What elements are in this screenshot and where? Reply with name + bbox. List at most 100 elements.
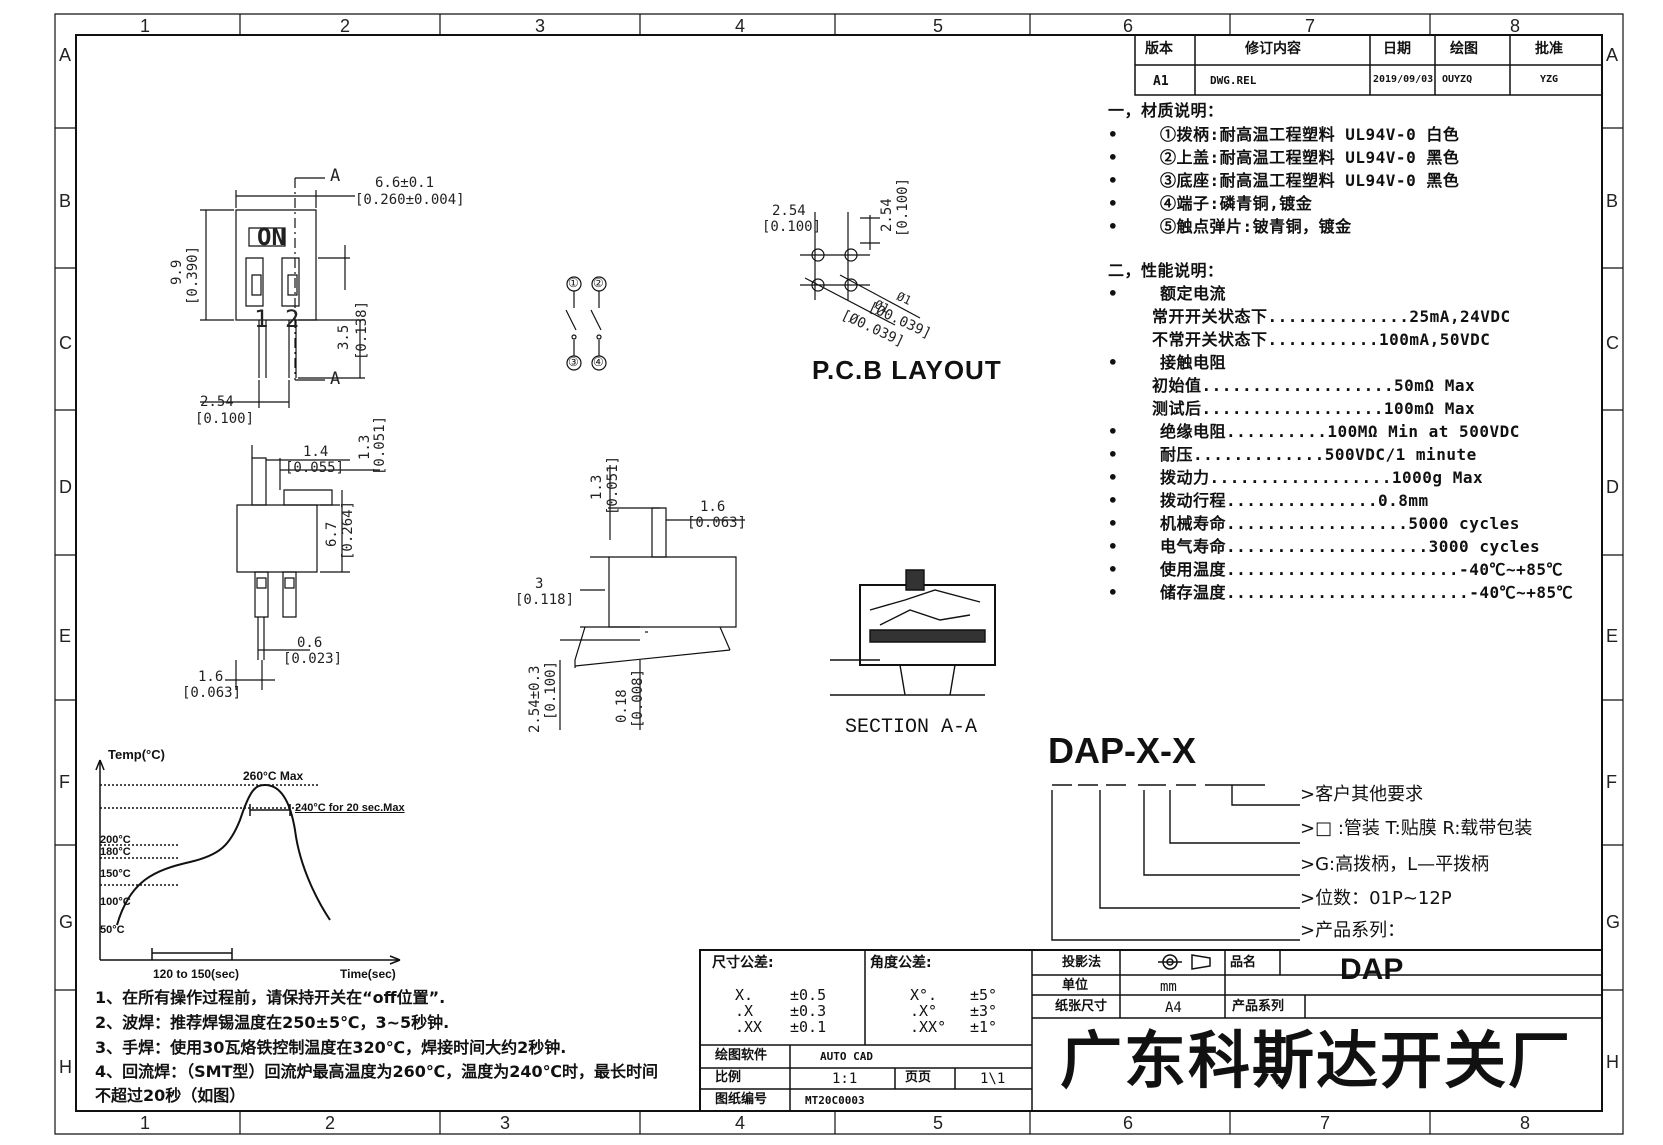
row-label-a: A [59, 45, 72, 65]
ordering-option-custom: >客户其他要求 [1300, 784, 1424, 805]
row-label-e: E [59, 626, 72, 646]
top-pitch-dim: 2.54 [200, 394, 234, 410]
row-label-right-f: F [1606, 772, 1617, 792]
rev-drawn: OUYZQ [1442, 74, 1473, 85]
col-label-bottom-7: 7 [1320, 1113, 1331, 1133]
bullet: • [1108, 148, 1119, 167]
material-item: ④端子:磷青铜,镀金 [1160, 194, 1313, 213]
bullet: • [1108, 514, 1119, 533]
col-label-bottom-6: 6 [1123, 1113, 1134, 1133]
paper-size-value: A4 [1165, 1000, 1182, 1016]
note-2: 2、波焊：推荐焊锡温度在250±5℃，3~5秒钟. [95, 1013, 450, 1032]
bullet: • [1108, 422, 1119, 441]
outer-frame [55, 14, 1623, 1134]
top-height-dim-in: [0.390] [185, 245, 201, 305]
ang-tol-val-2: ±3° [970, 1002, 998, 1020]
position-label-1: 1 [254, 305, 269, 333]
side-dim-5: 0.18 [614, 689, 630, 723]
note-4-cont: 不超过20秒（如图） [95, 1086, 246, 1105]
pcb-layout [800, 212, 920, 325]
bullet: • [1108, 125, 1119, 144]
reflow-tick-200: 200°C [100, 834, 131, 846]
performance-item: 绝缘电阻..........100MΩ Min at 500VDC [1160, 422, 1520, 441]
page-label: 页页 [905, 1070, 932, 1085]
dim-tol-val-2: ±0.3 [790, 1002, 827, 1020]
row-label-d: D [59, 477, 72, 497]
side-dim-3: 3 [535, 576, 544, 592]
terminal-label-3: ③ [568, 355, 579, 369]
reflow-xlabel: Time(sec) [340, 967, 396, 981]
dim-tol-val-1: ±0.5 [790, 986, 827, 1004]
reflow-peak-label: 260°C Max [243, 769, 304, 783]
angle-tolerance-label: 角度公差: [870, 955, 932, 971]
ordering-tree [1052, 785, 1300, 940]
rev-approved: YZG [1540, 74, 1559, 85]
rev-version: A1 [1153, 74, 1169, 89]
col-label-5: 5 [933, 16, 944, 36]
bullet: • [1108, 468, 1119, 487]
front-dim-1: 1.4 [303, 444, 329, 460]
row-label-right-c: C [1606, 333, 1619, 353]
drawing-number-label: 图纸编号 [715, 1092, 768, 1107]
on-state-spec: 常开开关状态下..............25mA,24VDC [1152, 307, 1511, 326]
drawing-number-value: MT20C0003 [805, 1094, 865, 1107]
ordering-code: DAP-X-X [1048, 730, 1197, 771]
bullet: • [1108, 284, 1119, 303]
rev-date: 2019/09/03 [1373, 74, 1434, 85]
row-label-h: H [59, 1057, 72, 1077]
ang-tol-key-3: .XX° [910, 1018, 947, 1036]
section-mark-top: A [330, 166, 341, 186]
col-label-4: 4 [735, 16, 746, 36]
reflow-preheat-label: 120 to 150(sec) [153, 967, 240, 981]
material-item: ③底座:耐高温工程塑料 UL94V-0 黑色 [1160, 171, 1460, 190]
performance-item: 机械寿命..................5000 cycles [1160, 514, 1520, 533]
col-label-2: 2 [340, 16, 351, 36]
software-value: AUTO CAD [820, 1050, 873, 1063]
terminal-label-2: ② [593, 276, 604, 290]
front-view [225, 445, 380, 690]
material-item: ⑤触点弹片:铍青铜，镀金 [1160, 217, 1352, 236]
front-dim-2-in: [0.051] [372, 415, 388, 475]
front-dim-5: 1.6 [198, 669, 224, 685]
col-label-8: 8 [1510, 16, 1521, 36]
initial-resistance-spec: 初始值...................50mΩ Max [1152, 376, 1476, 395]
note-1: 1、在所有操作过程前，请保持开关在“off位置”. [95, 988, 446, 1007]
row-label-right-a: A [1606, 45, 1619, 65]
top-width-dim-in: [0.260±0.004] [355, 192, 465, 208]
performance-item: 拨动力..................1000g Max [1160, 468, 1484, 487]
material-item: ②上盖:耐高温工程塑料 UL94V-0 黑色 [1160, 148, 1460, 167]
reflow-chart-lines [96, 760, 400, 964]
dim-tol-key-3: .XX [735, 1018, 763, 1036]
performance-item: 耐压.............500VDC/1 minute [1160, 445, 1477, 464]
title-block-lines [700, 950, 1602, 1111]
rated-current-label: 额定电流 [1160, 284, 1227, 303]
company-name: 广东科斯达开关厂 [1060, 1024, 1573, 1097]
row-label-right-h: H [1606, 1052, 1619, 1072]
ang-tol-key-2: .X° [910, 1002, 938, 1020]
col-label-bottom-8: 8 [1520, 1113, 1531, 1133]
bullet: • [1108, 217, 1119, 236]
front-dim-4: 0.6 [297, 635, 323, 651]
rev-header-drawn: 绘图 [1450, 41, 1478, 57]
note-3: 3、手焊：使用30瓦烙铁控制温度在320℃，焊接时间大约2秒钟. [95, 1038, 567, 1057]
terminal-label-4: ④ [593, 355, 604, 369]
col-label-bottom-1: 1 [140, 1113, 151, 1133]
top-width-dim: 6.6±0.1 [375, 175, 435, 191]
reflow-ylabel: Temp(°C) [108, 747, 165, 762]
ordering-option-series-text: 产品系列： [1315, 920, 1406, 941]
pcb-pitch-h: 2.54 [772, 203, 806, 219]
col-label-bottom-3: 3 [500, 1113, 511, 1133]
row-label-b: B [59, 191, 72, 211]
reflow-tick-150: 150°C [100, 868, 131, 880]
reflow-dwell-label: 240°C for 20 sec.Max [295, 802, 405, 814]
scale-value: 1:1 [832, 1071, 858, 1087]
ordering-option-positions-text: 位数：01P~12P [1315, 888, 1452, 909]
row-label-c: C [59, 333, 72, 353]
row-label-right-e: E [1606, 626, 1619, 646]
bullet: • [1108, 194, 1119, 213]
ang-tol-val-1: ±5° [970, 986, 998, 1004]
on-label: ON [257, 223, 286, 251]
col-label-bottom-2: 2 [325, 1113, 336, 1133]
side-dim-4: 2.54±0.3 [527, 665, 543, 733]
